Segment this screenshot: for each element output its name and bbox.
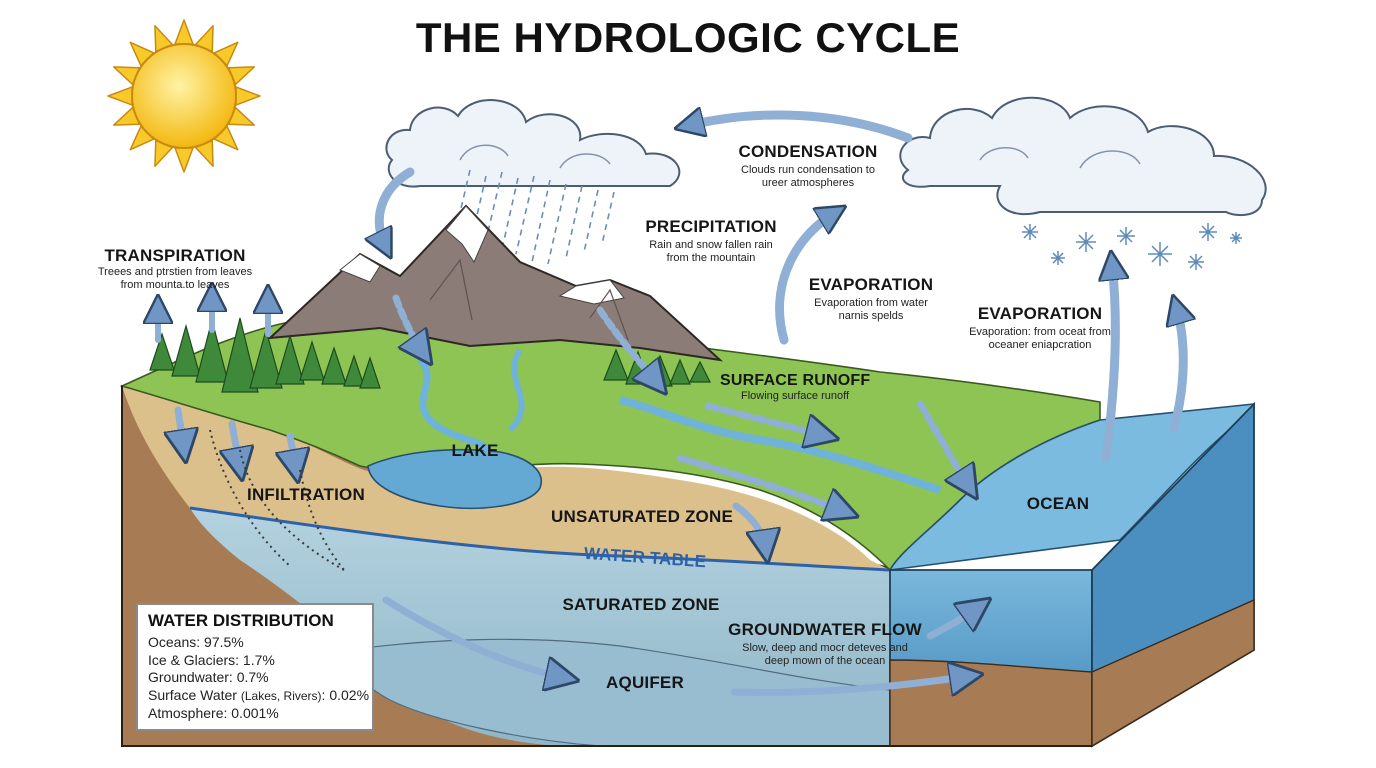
water-distribution-panel: WATER DISTRIBUTION Oceans: 97.5% Ice & G…: [136, 603, 374, 731]
evaporation-ocean-label: EVAPORATION Evaporation: from oceat from…: [960, 304, 1120, 352]
aquifer-label: AQUIFER: [606, 673, 684, 692]
evaporation-land-desc: Evaporation from water narnis spelds: [814, 297, 928, 322]
infiltration-dotted-paths: [209, 429, 345, 571]
surface-water-value: : 0.02%: [321, 686, 370, 703]
saturated-zone-label: SATURATED ZONE: [562, 595, 720, 614]
evaporation-land-title: EVAPORATION: [808, 275, 934, 294]
rain-cloud-icon: [385, 99, 681, 188]
atmosphere-arrows: [158, 115, 1183, 463]
groundwater-flow-title: GROUNDWATER FLOW: [728, 620, 922, 639]
evaporation-ocean-title: EVAPORATION: [977, 304, 1103, 323]
groundwater-flow-desc: Slow, deep and mocr deteves and deep mow…: [742, 642, 908, 667]
transpiration-title: TRANSPIRATION: [104, 246, 246, 265]
surface-water-qualifier: (Lakes, Rivers): [240, 688, 322, 703]
evaporation-ocean-desc: Evaporation: from oceat from oceaner eni…: [969, 326, 1111, 351]
lake-label: LAKE: [451, 441, 499, 460]
evaporation-land-label: EVAPORATION Evaporation from water narni…: [796, 275, 946, 323]
snowflake-icon: [1022, 223, 1242, 270]
surface-runoff-label: SURFACE RUNOFF Flowing surface runoff: [720, 372, 870, 403]
groundwater-flow-label: GROUNDWATER FLOW Slow, deep and mocr det…: [722, 620, 928, 668]
ocean-label: OCEAN: [1026, 494, 1090, 513]
precipitation-label: PRECIPITATION Rain and snow fallen rain …: [626, 217, 796, 265]
ground-arrows: [178, 294, 980, 692]
distribution-row-oceans: Oceans: 97.5%: [148, 634, 244, 650]
snow-cloud-icon: [899, 96, 1267, 217]
condensation-desc: Clouds run condensation to ureer atmosph…: [741, 164, 875, 189]
distribution-row-surface-water: Surface Water (Lakes, Rivers): 0.02%: [148, 687, 372, 706]
condensation-title: CONDENSATION: [738, 142, 878, 161]
unsaturated-zone-label: UNSATURATED ZONE: [550, 507, 733, 526]
transpiration-desc: Treees and ptrstien from leaves from mou…: [97, 266, 253, 291]
distribution-row-atmosphere: Atmosphere: 0.001%: [148, 705, 279, 721]
distribution-row-groundwater: Groundwater: 0.7%: [148, 669, 269, 685]
precipitation-desc: Rain and snow fallen rain from the mount…: [649, 239, 773, 264]
transpiration-label: TRANSPIRATION Treees and ptrstien from l…: [86, 246, 264, 292]
precipitation-title: PRECIPITATION: [645, 217, 777, 236]
water-distribution-title: WATER DISTRIBUTION: [148, 611, 334, 630]
surface-runoff-title: SURFACE RUNOFF: [720, 372, 871, 389]
infiltration-label: INFILTRATION: [247, 485, 365, 504]
surface-water-label: Surface Water: [148, 686, 241, 703]
distribution-row-ice-glaciers: Ice & Glaciers: 1.7%: [148, 651, 275, 668]
page-title: THE HYDROLOGIC CYCLE: [415, 14, 961, 61]
condensation-label: CONDENSATION Clouds run condensation to …: [718, 142, 898, 190]
sun-icon: [107, 19, 261, 173]
forest-icon: [149, 317, 711, 393]
surface-runoff-desc: Flowing surface runoff: [740, 390, 850, 402]
